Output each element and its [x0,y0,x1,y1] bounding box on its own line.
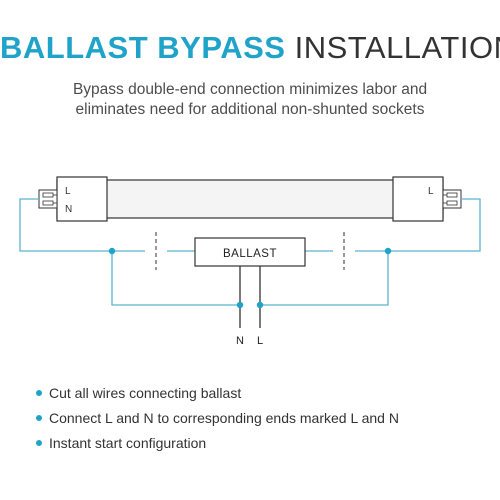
right-end-cap [392,176,444,222]
list-item: Instant start configuration [36,434,496,459]
list-item: Connect L and N to corresponding ends ma… [36,409,496,434]
left-end-label-l: L [65,186,71,197]
wires [19,198,481,306]
list-item: Cut all wires connecting ballast [36,384,496,409]
bullet-dot-icon [36,440,42,446]
list-item-text: Instant start configuration [49,435,207,451]
tube-body [56,179,444,219]
left-socket [38,189,58,209]
right-end-label-l: L [428,186,434,197]
list-item-text: Cut all wires connecting ballast [49,385,242,401]
bullet-dot-icon [36,390,42,396]
cut-marks [155,232,345,270]
junction-dots [108,247,392,309]
supply-label-l: L [257,335,263,347]
subtitle: Bypass double-end connection minimizes l… [0,80,500,120]
supply-leads [239,266,261,328]
subtitle-line-1: Bypass double-end connection minimizes l… [72,81,428,98]
left-end-cap [56,176,108,222]
subtitle-line-2: eliminates need for additional non-shunt… [75,101,425,118]
list-item-text: Connect L and N to corresponding ends ma… [49,410,399,426]
right-socket [442,189,462,209]
page-title: BALLAST BYPASS INSTALLATION [0,30,500,66]
ballast-label: BALLAST [223,248,277,260]
bullet-dot-icon [36,415,42,421]
left-end-label-n: N [65,204,72,215]
ballast-box [194,237,306,267]
supply-label-n: N [236,335,244,347]
instruction-list: Cut all wires connecting ballast Connect… [36,384,496,459]
title-bold: BALLAST BYPASS [0,30,286,65]
title-light: INSTALLATION [294,30,500,65]
